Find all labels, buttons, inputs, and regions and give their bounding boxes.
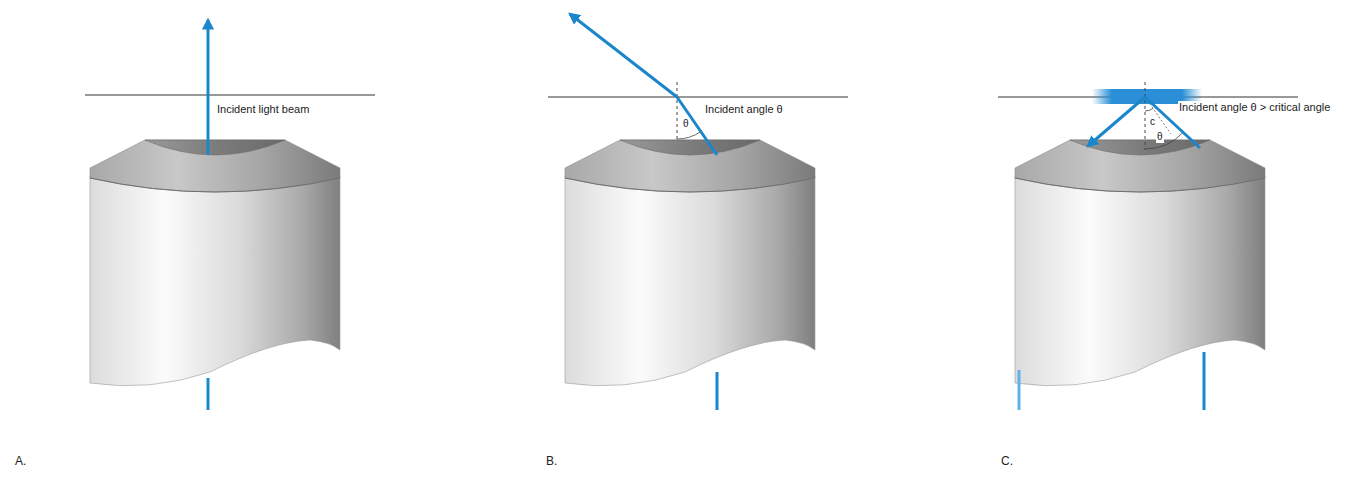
panel-letter: B. <box>545 455 558 469</box>
objective-lens <box>1015 140 1265 386</box>
angle-symbol: θ <box>1156 131 1164 143</box>
refracted-beam <box>570 14 677 97</box>
angle-symbol: θ <box>682 118 690 130</box>
light-beam <box>1018 370 1021 410</box>
objective-lens <box>90 140 340 386</box>
angle-arc <box>677 132 701 139</box>
beam-label: Incident light beam <box>216 103 310 116</box>
angle-label: Incident angle θ <box>704 103 784 116</box>
angle-arc <box>1145 132 1183 149</box>
light-beam <box>207 378 210 410</box>
objective-lens <box>565 140 815 386</box>
interface-line <box>85 95 375 96</box>
angle-label: Incident angle θ > critical angle <box>1178 101 1331 114</box>
normal-line <box>677 82 678 142</box>
light-beam <box>207 20 210 155</box>
reflected-beam <box>1088 97 1145 146</box>
light-beam <box>1203 352 1206 410</box>
panel-letter: C. <box>1000 455 1014 469</box>
angle-arc <box>1145 109 1153 112</box>
interface-line <box>548 97 848 98</box>
panel-letter: A. <box>14 455 27 469</box>
light-beam <box>716 372 719 410</box>
normal-line <box>1145 82 1146 150</box>
critical-angle-symbol: c <box>1149 116 1156 128</box>
